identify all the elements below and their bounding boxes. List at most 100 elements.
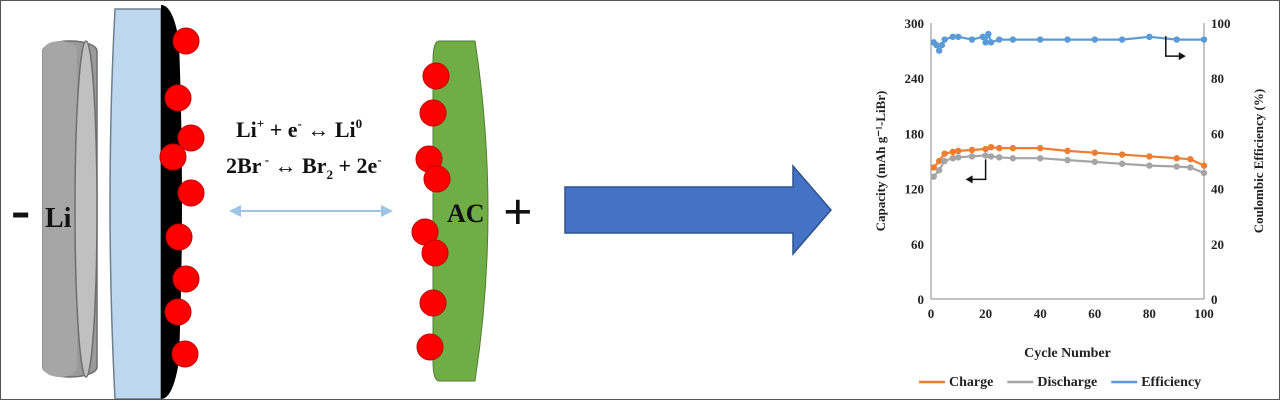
data-point-discharge bbox=[1173, 163, 1180, 170]
data-point-efficiency bbox=[1091, 36, 1099, 43]
x-tick-label: 20 bbox=[979, 306, 992, 321]
data-point-efficiency bbox=[941, 36, 948, 43]
x-axis-label: Cycle Number bbox=[1024, 346, 1111, 361]
data-point-charge bbox=[1173, 155, 1180, 162]
data-point-efficiency bbox=[1200, 36, 1208, 43]
data-point-charge bbox=[1187, 155, 1194, 163]
data-point-efficiency bbox=[985, 30, 992, 38]
ac-label: AC bbox=[447, 199, 485, 228]
y-tick-label: 120 bbox=[905, 182, 925, 197]
red-dot bbox=[171, 340, 199, 368]
red-dot bbox=[164, 84, 192, 112]
red-dot bbox=[159, 143, 187, 171]
data-point-discharge bbox=[968, 153, 976, 160]
data-point-charge bbox=[996, 144, 1003, 152]
data-point-discharge bbox=[955, 154, 962, 161]
data-point-charge bbox=[1037, 144, 1044, 152]
separator-layer bbox=[109, 8, 162, 399]
data-point-discharge bbox=[941, 157, 948, 165]
data-point-discharge bbox=[1091, 158, 1099, 166]
y-tick-label: 240 bbox=[905, 71, 925, 86]
y2-tick-label: 100 bbox=[1211, 16, 1231, 31]
data-point-charge bbox=[930, 164, 937, 171]
annotation-arrow bbox=[971, 159, 987, 181]
data-point-efficiency bbox=[979, 33, 987, 40]
data-point-charge bbox=[1091, 149, 1099, 156]
data-point-efficiency bbox=[996, 36, 1003, 43]
data-point-efficiency bbox=[935, 47, 943, 54]
double-arrow bbox=[229, 205, 393, 217]
y2-tick-label: 60 bbox=[1211, 126, 1224, 141]
data-point-charge bbox=[941, 150, 948, 157]
red-dot bbox=[419, 99, 447, 127]
x-tick-label: 40 bbox=[1034, 306, 1047, 321]
y2-tick-label: 0 bbox=[1211, 292, 1218, 307]
data-point-efficiency bbox=[1146, 33, 1153, 40]
data-point-efficiency bbox=[968, 36, 976, 43]
data-point-discharge bbox=[1200, 169, 1208, 177]
data-point-charge bbox=[935, 157, 943, 165]
data-point-charge bbox=[1118, 151, 1126, 158]
data-point-charge bbox=[982, 145, 989, 153]
y2-tick-label: 40 bbox=[1211, 182, 1224, 197]
red-dot bbox=[165, 223, 193, 251]
data-point-charge bbox=[1146, 153, 1153, 160]
li-electrode bbox=[42, 40, 98, 378]
data-point-discharge bbox=[1187, 164, 1194, 171]
data-point-efficiency bbox=[987, 39, 995, 46]
red-dot bbox=[172, 27, 200, 55]
data-point-efficiency bbox=[1118, 36, 1126, 43]
data-point-efficiency bbox=[1173, 36, 1180, 43]
y-tick-label: 180 bbox=[905, 126, 925, 141]
data-point-discharge bbox=[987, 153, 995, 160]
data-point-discharge bbox=[935, 167, 943, 174]
x-tick-label: 60 bbox=[1088, 306, 1101, 321]
x-tick-label: 100 bbox=[1194, 306, 1214, 321]
ac-electrode bbox=[432, 40, 489, 382]
red-dot bbox=[423, 165, 451, 193]
legend-label-efficiency: Efficiency bbox=[1141, 375, 1201, 390]
annotation-arrowhead bbox=[965, 175, 973, 184]
red-dot bbox=[164, 298, 192, 326]
y-tick-label: 60 bbox=[911, 237, 924, 252]
data-point-discharge bbox=[949, 155, 957, 162]
y2-axis-label: Coulombic Efficiency (%) bbox=[1251, 89, 1266, 233]
data-point-discharge bbox=[1037, 155, 1044, 162]
data-point-discharge bbox=[1064, 156, 1071, 164]
data-point-efficiency bbox=[955, 33, 962, 40]
data-point-efficiency bbox=[933, 41, 940, 49]
data-point-charge bbox=[968, 146, 976, 154]
data-point-efficiency bbox=[949, 33, 957, 40]
data-point-charge bbox=[987, 144, 995, 151]
data-point-charge bbox=[1200, 162, 1208, 169]
data-point-discharge bbox=[996, 154, 1003, 161]
legend-label-charge: Charge bbox=[949, 375, 993, 390]
data-point-charge bbox=[955, 147, 962, 155]
data-point-efficiency bbox=[938, 41, 946, 49]
data-point-efficiency bbox=[982, 39, 989, 46]
red-dots-right bbox=[411, 62, 451, 361]
data-point-efficiency bbox=[1064, 36, 1071, 43]
li-label: Li bbox=[45, 203, 72, 234]
red-dot bbox=[172, 265, 200, 293]
reaction-2: 2Br - ↔ Br2 + 2e- bbox=[226, 152, 382, 182]
data-point-efficiency bbox=[1009, 36, 1017, 43]
reaction-1: Li+ + e- ↔ Li0 bbox=[236, 116, 362, 142]
y2-tick-label: 20 bbox=[1211, 237, 1224, 252]
big-arrow bbox=[564, 163, 832, 257]
data-point-discharge bbox=[1118, 160, 1126, 167]
data-point-charge bbox=[1064, 147, 1071, 155]
x-tick-label: 0 bbox=[928, 306, 935, 321]
data-point-charge bbox=[1009, 144, 1017, 152]
data-point-efficiency bbox=[1037, 36, 1044, 43]
plus-sign: + bbox=[503, 184, 533, 241]
red-dots-left bbox=[159, 27, 205, 368]
annotation-arrow bbox=[1165, 36, 1180, 57]
minus-sign: - bbox=[11, 177, 30, 242]
y-axis-label: Capacity (mAh g⁻¹-LiBr) bbox=[873, 91, 888, 232]
data-point-discharge bbox=[1146, 162, 1153, 169]
red-dot bbox=[422, 62, 450, 90]
